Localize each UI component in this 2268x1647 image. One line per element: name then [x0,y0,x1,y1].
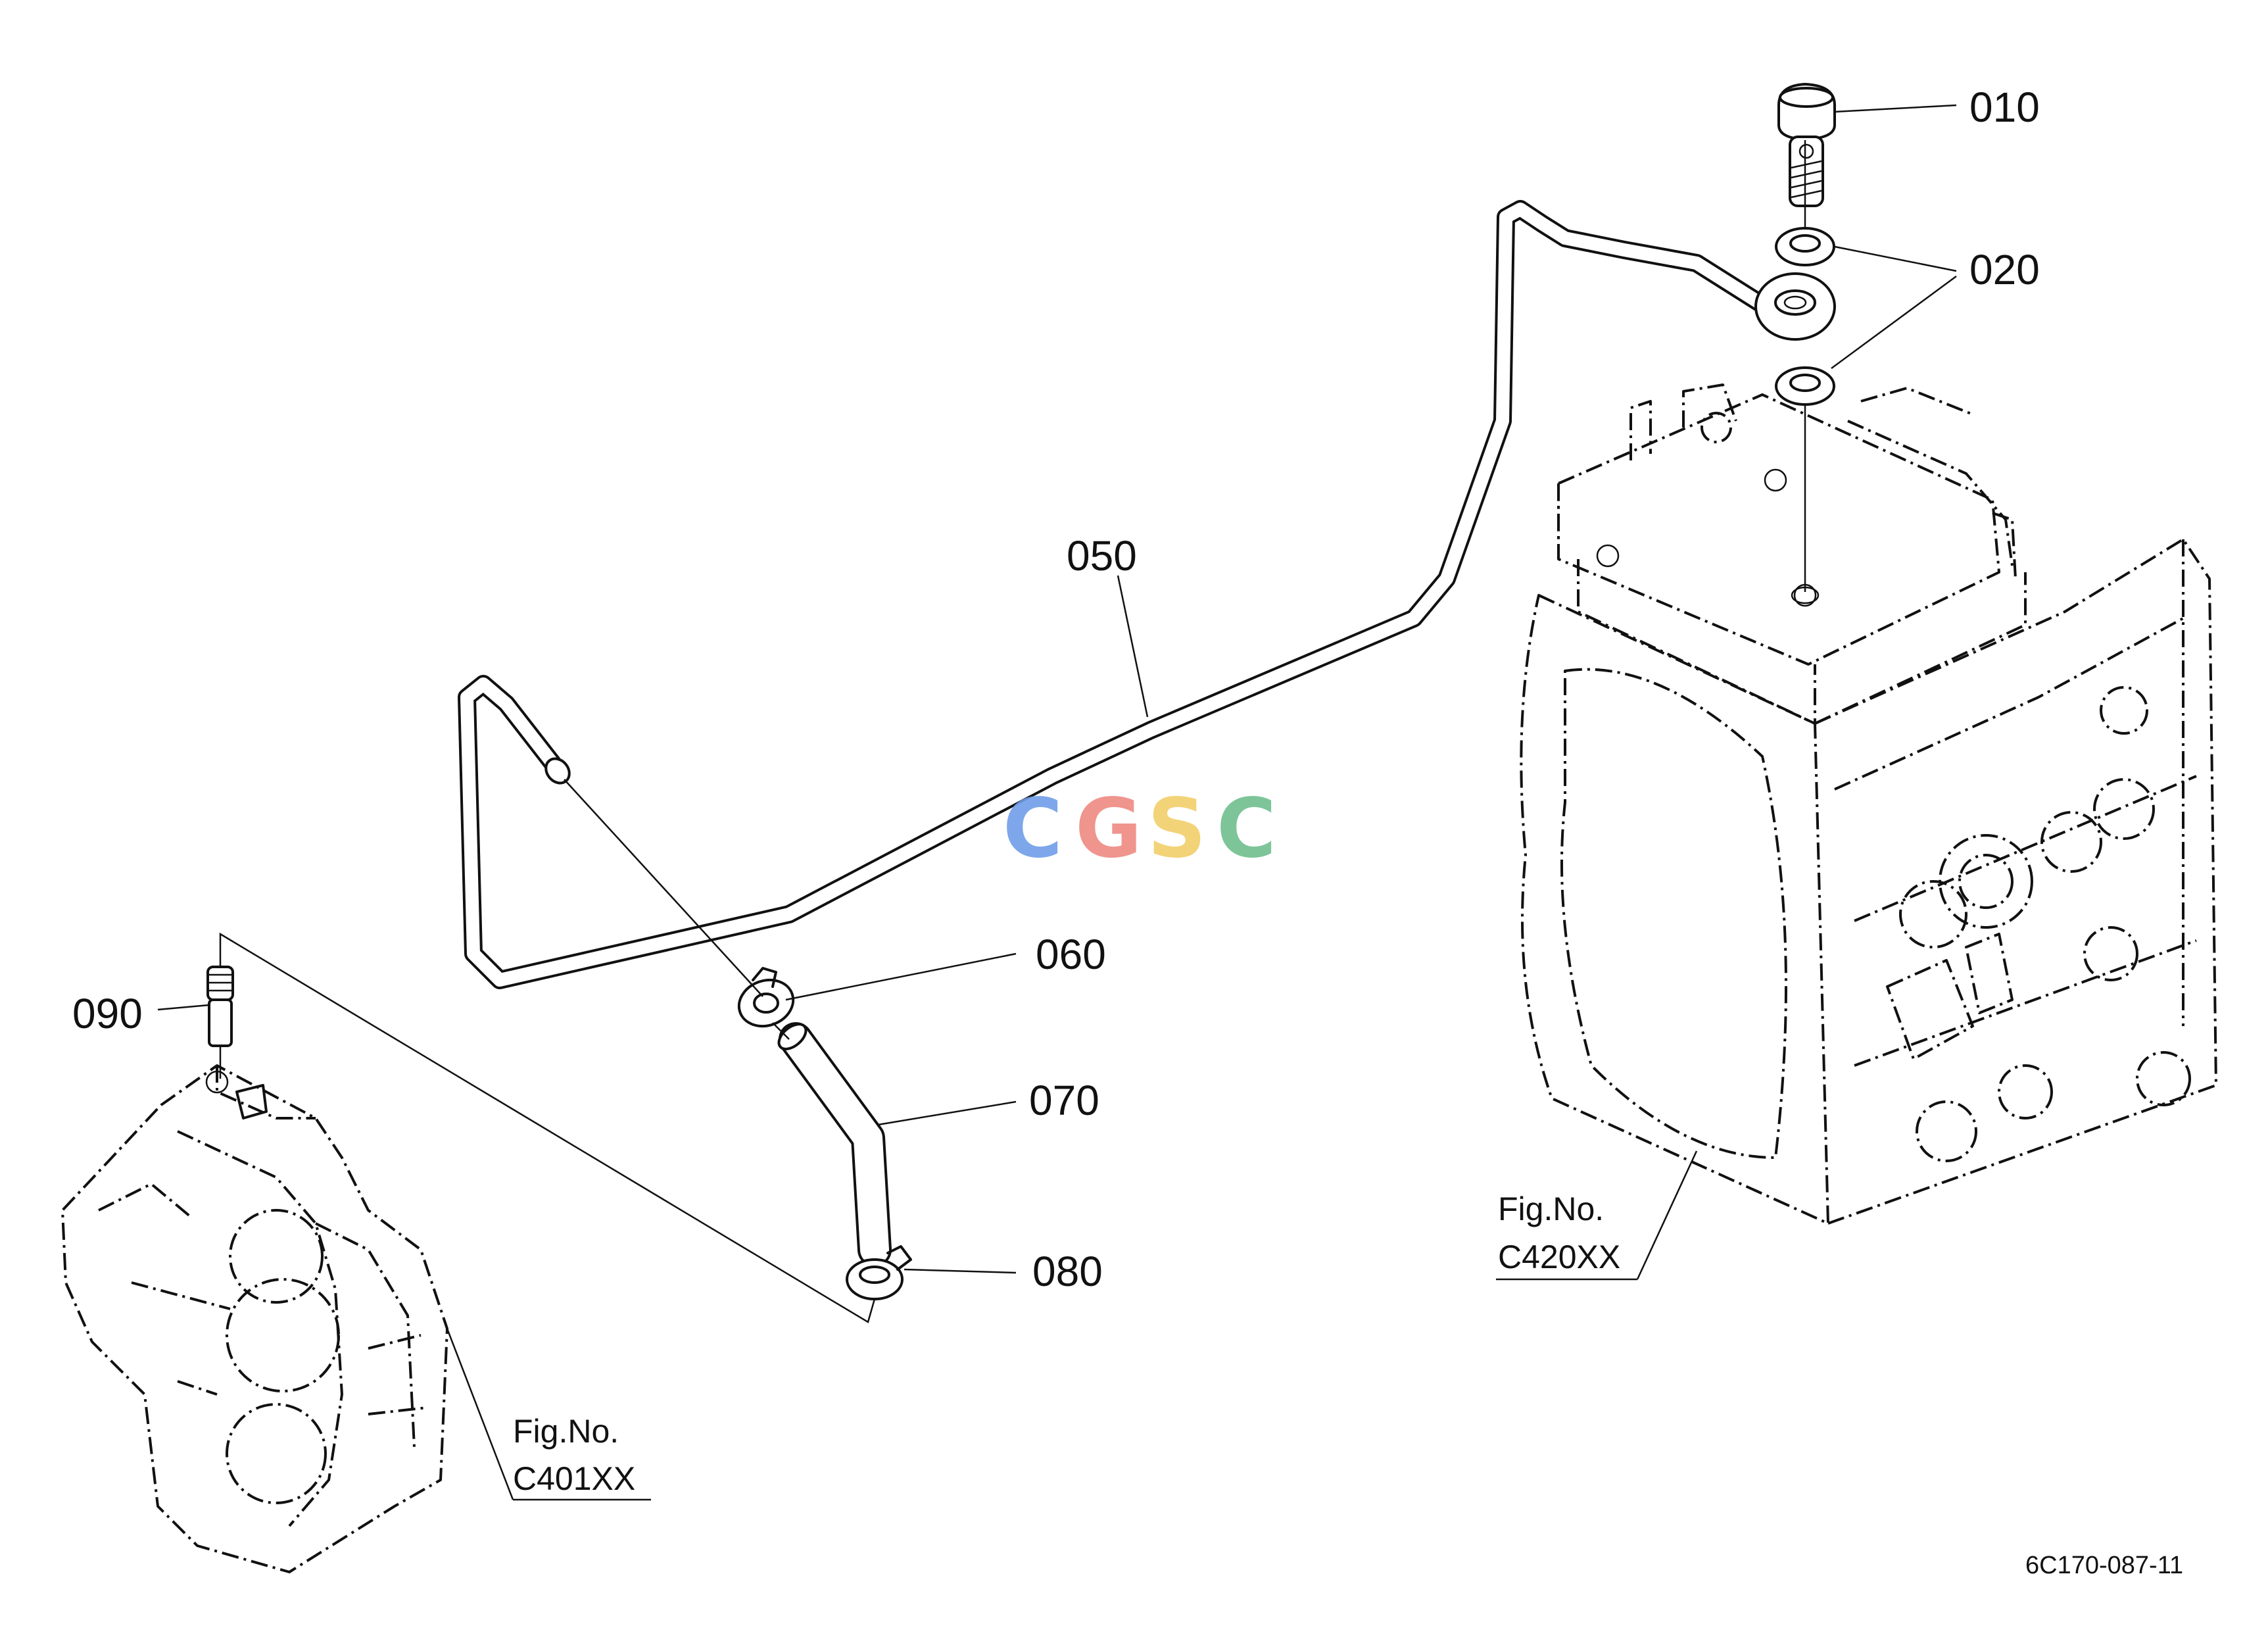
svg-text:G: G [1075,781,1142,876]
callout-050: 050 [1067,532,1137,579]
watermark-logo: C G S C [1003,781,1276,876]
assembly-lines [219,140,1806,1323]
hose-clamp-080 [846,1245,912,1300]
svg-text:C: C [1217,781,1276,876]
callout-020: 020 [1969,246,2040,293]
transmission-case-left [61,1064,448,1573]
leader-lines [157,104,1957,1501]
fig-ref-left-code: C401XX [513,1460,635,1497]
washer-020-upper [1775,227,1835,266]
fig-ref-left-title: Fig.No. [513,1413,619,1450]
callout-010: 010 [1969,84,2040,131]
callout-080: 080 [1032,1248,1103,1295]
svg-text:S: S [1147,781,1206,876]
banjo-bolt-010 [1777,82,1836,207]
fig-ref-right-code: C420XX [1498,1239,1620,1275]
svg-text:C: C [1003,781,1063,876]
hose-070 [777,1022,892,1267]
callout-070: 070 [1029,1077,1099,1124]
hose-clamp-060 [737,967,795,1028]
fig-ref-right-title: Fig.No. [1498,1191,1604,1227]
drawing-number: 6C170-087-11 [2025,1552,2183,1579]
transmission-case-right [1520,383,2217,1225]
washer-020-lower [1775,366,1835,406]
callout-090: 090 [72,990,143,1037]
callout-060: 060 [1036,931,1106,978]
fitting-090 [206,966,234,1047]
oil-pipe-050 [458,200,1836,989]
